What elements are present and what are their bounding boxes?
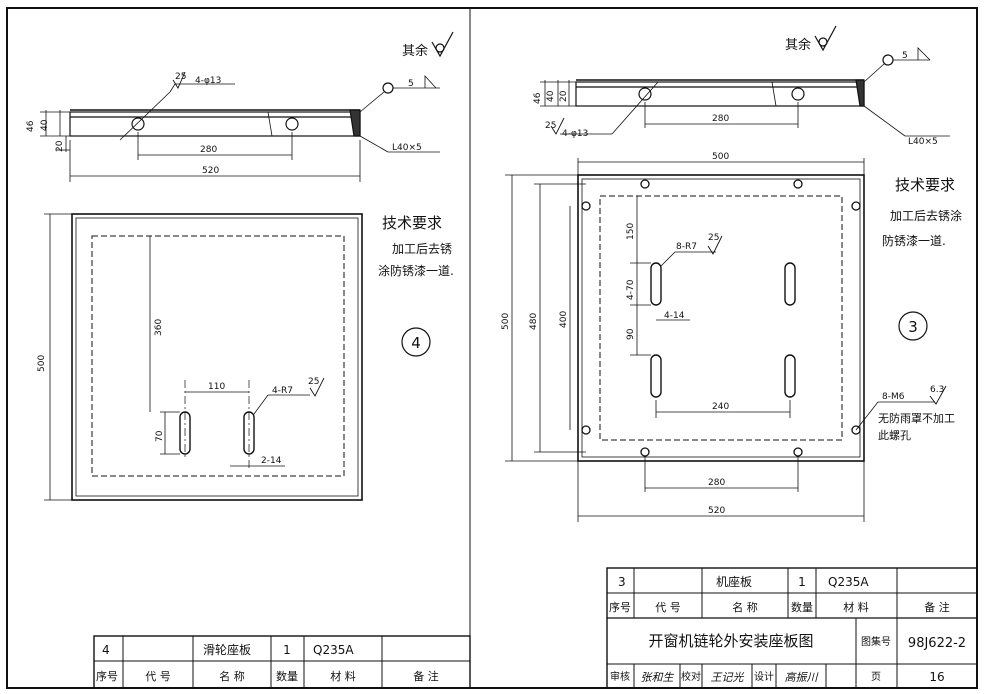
right-bom-qty: 1: [798, 575, 806, 589]
right-bom-h-qty: 数量: [791, 601, 813, 614]
check-label: 校对: [681, 670, 701, 683]
review-signature: 张和生: [641, 671, 675, 684]
right-tap-spec: 8-M6: [882, 392, 905, 402]
right-plan-view: [505, 158, 947, 522]
left-part-drawing: 其余 25 4-φ13 5 L40×5: [26, 31, 454, 501]
left-plan-view: [44, 213, 431, 501]
left-roughness-other-symbol: [431, 31, 454, 58]
left-bom-material: Q235A: [313, 643, 354, 657]
left-tech-line1: 加工后去锈: [392, 242, 452, 256]
right-bom-h-name: 名 称: [732, 600, 758, 614]
left-dim-500: 500: [37, 355, 47, 372]
title-block: 开窗机链轮外安装座板图 图集号 98J622-2 审核 张和生 校对 王记光 设…: [610, 632, 966, 684]
right-part-number: 3: [908, 318, 918, 336]
left-tech-line2: 涂防锈漆一道.: [378, 263, 454, 278]
left-dim-46: 46: [26, 120, 36, 132]
right-bom-h-code: 代 号: [655, 601, 681, 614]
right-dim-46: 46: [533, 92, 543, 104]
right-slot-roughness: 25: [708, 233, 719, 243]
right-bom-h-material: 材 料: [843, 600, 869, 614]
right-angle-steel: L40×5: [908, 137, 938, 147]
right-bom-no: 3: [618, 575, 626, 589]
left-tech-title: 技术要求: [382, 214, 442, 232]
right-dim-480: 480: [529, 313, 539, 330]
left-bom-no: 4: [102, 643, 110, 657]
right-dim-150: 150: [626, 223, 636, 240]
left-dim-40: 40: [40, 119, 50, 131]
page-label: 页: [871, 671, 881, 683]
left-bom-h-no: 序号: [96, 669, 118, 683]
right-dim-90: 90: [626, 328, 636, 340]
right-dim-240: 240: [712, 402, 729, 412]
left-roughness-other: 其余: [402, 43, 428, 59]
left-part-number: 4: [411, 334, 421, 352]
left-dim-20: 20: [55, 140, 65, 152]
atlas-label: 图集号: [861, 635, 891, 648]
left-dim-70: 70: [155, 430, 165, 442]
right-roughness-other: 其余: [785, 37, 811, 53]
left-bom-qty: 1: [283, 643, 291, 657]
left-bom-h-qty: 数量: [276, 670, 298, 683]
drawing-title: 开窗机链轮外安装座板图: [648, 632, 813, 650]
right-dim-500-left: 500: [501, 313, 511, 330]
right-tap-roughness: 6.3: [930, 385, 944, 395]
right-tap-note1: 无防雨罩不加工: [878, 411, 955, 425]
right-holes-label: 4-φ13: [562, 129, 588, 139]
left-bom-name: 滑轮座板: [203, 642, 251, 657]
left-holes-label: 4-φ13: [195, 76, 221, 86]
check-signature: 王记光: [711, 671, 745, 684]
right-dim-4-14: 4-14: [664, 311, 685, 321]
left-bom-h-code: 代 号: [145, 670, 171, 683]
left-dim-110: 110: [208, 382, 225, 392]
right-tech-line1: 加工后去锈涂: [890, 208, 962, 223]
left-weld-size: 5: [408, 79, 414, 89]
sheet-border: [6, 7, 978, 689]
left-slot-spec: 4-R7: [272, 386, 293, 396]
right-tech-line2: 防锈漆一道.: [882, 233, 946, 248]
right-dim-280-top: 280: [712, 114, 729, 124]
left-bom-h-material: 材 料: [330, 669, 356, 683]
right-hole-roughness: 25: [545, 121, 556, 131]
left-hole-roughness: 25: [175, 72, 186, 82]
right-part-drawing: 其余: [501, 25, 962, 522]
left-side-dims: [40, 110, 361, 182]
right-bom-table: 3 机座板 1 Q235A 序号 代 号 名 称 数量 材 料 备 注: [606, 567, 978, 689]
right-dim-4-70: 4-70: [626, 279, 636, 300]
right-slot-spec: 8-R7: [676, 242, 697, 252]
right-tap-note2: 此螺孔: [878, 429, 911, 442]
right-tech-title: 技术要求: [895, 176, 955, 194]
right-bom-h-no: 序号: [609, 600, 631, 614]
left-bom-table: 4 滑轮座板 1 Q235A 序号 代 号 名 称 数量 材 料 备 注: [93, 635, 471, 689]
right-bom-material: Q235A: [828, 575, 869, 589]
right-weld-size: 5: [902, 51, 908, 61]
right-roughness-other-symbol: [814, 25, 837, 52]
right-dim-20: 20: [559, 90, 569, 102]
right-side-view: [540, 47, 950, 137]
left-dim-280: 280: [200, 145, 217, 155]
right-dim-400: 400: [559, 311, 569, 328]
right-bom-h-remark: 备 注: [924, 600, 950, 614]
left-bom-h-name: 名 称: [219, 669, 245, 683]
right-dim-500-top: 500: [712, 152, 729, 162]
atlas-number: 98J622-2: [908, 636, 966, 651]
design-signature: 高振川: [785, 671, 819, 684]
right-dim-40: 40: [546, 90, 556, 102]
left-angle-steel: L40×5: [392, 143, 422, 153]
left-slot-roughness: 25: [308, 377, 319, 387]
right-dim-280-bottom: 280: [708, 478, 725, 488]
right-bom-name: 机座板: [716, 574, 752, 589]
left-bom-h-remark: 备 注: [413, 669, 439, 683]
left-dim-520: 520: [202, 166, 219, 176]
left-side-view: [69, 71, 440, 153]
left-slot-width: 2-14: [261, 456, 282, 466]
review-label: 审核: [610, 670, 630, 683]
design-label: 设计: [754, 670, 774, 683]
left-dim-360: 360: [154, 319, 164, 336]
page-number: 16: [929, 670, 944, 684]
right-dim-520-bottom: 520: [708, 506, 725, 516]
